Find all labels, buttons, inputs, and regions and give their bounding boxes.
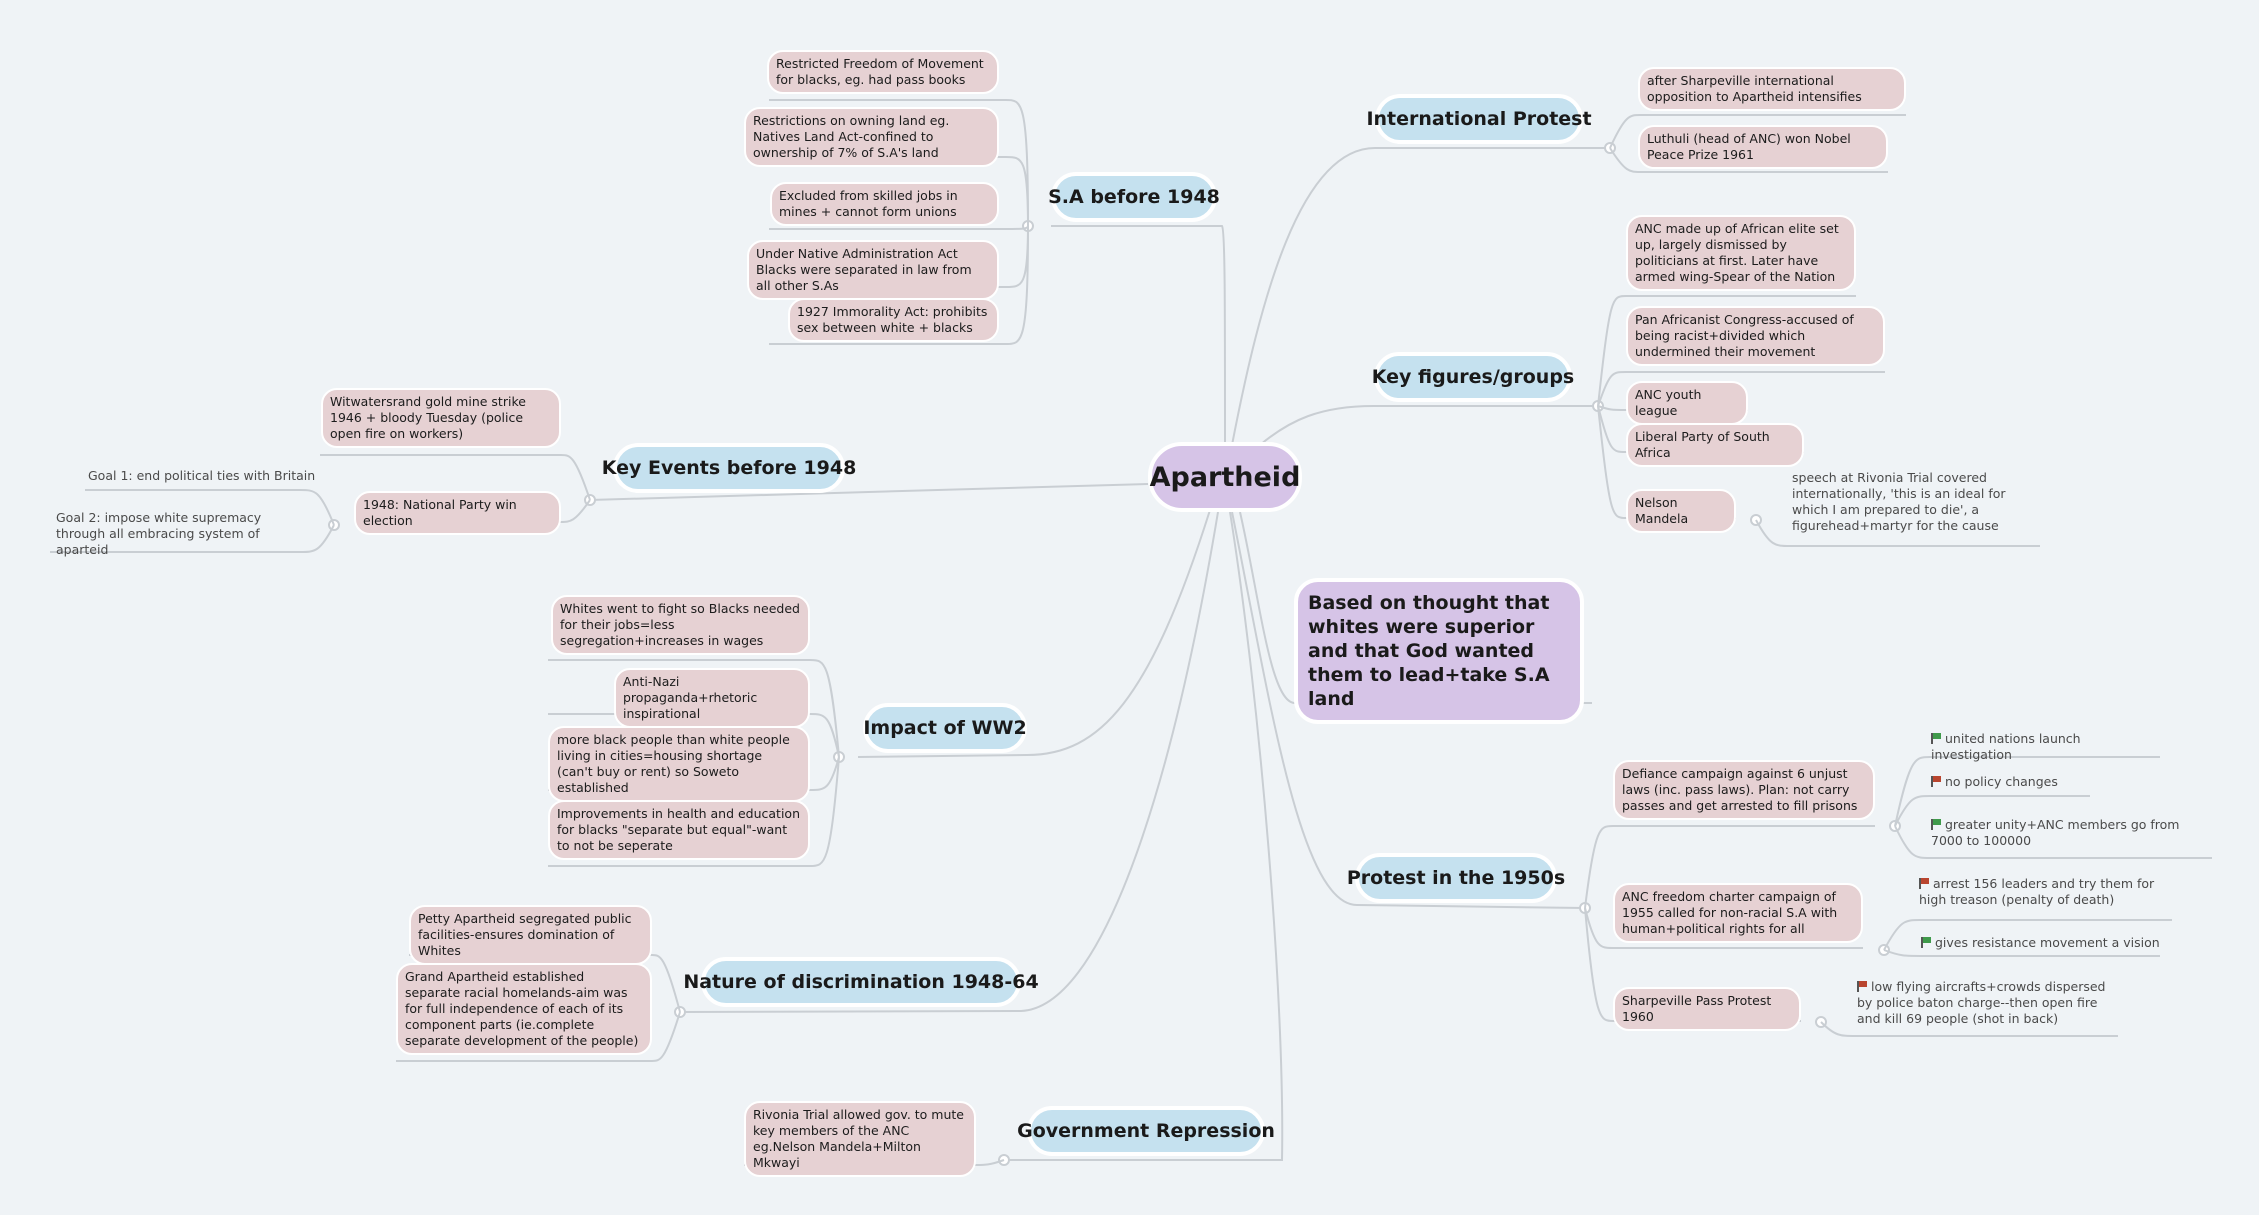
subtopic-liberal-party[interactable]: Liberal Party of South Africa bbox=[1626, 423, 1804, 467]
connector-sa-sub bbox=[769, 225, 1029, 345]
topic-international-protest[interactable]: International Protest bbox=[1366, 94, 1592, 144]
connector-protest-sub bbox=[1584, 825, 1875, 909]
connector-ww2-sub bbox=[548, 756, 840, 867]
subtopic-immorality-act[interactable]: 1927 Immorality Act: prohibits sex betwe… bbox=[788, 298, 999, 342]
subtopic-whites-fight[interactable]: Whites went to fight so Blacks needed fo… bbox=[551, 595, 810, 655]
connector-outcome bbox=[1883, 949, 2160, 957]
connector-outcome bbox=[1820, 1021, 2118, 1037]
connector-sa-sub bbox=[769, 99, 1029, 227]
outcome-arrest-leaders[interactable]: arrest 156 leaders and try them for high… bbox=[1919, 876, 2155, 907]
green-flag-icon bbox=[1931, 819, 1941, 830]
outcome-resistance-vision[interactable]: gives resistance movement a vision bbox=[1921, 935, 2161, 951]
subtopic-freedom-charter[interactable]: ANC freedom charter campaign of 1955 cal… bbox=[1613, 883, 1863, 943]
subtopic-pan-africanist[interactable]: Pan Africanist Congress-accused of being… bbox=[1626, 306, 1885, 366]
connector-figures-sub bbox=[1597, 405, 1804, 453]
connector-key-events bbox=[589, 483, 1149, 501]
connector-goal-1 bbox=[85, 489, 335, 526]
connector-figures-sub bbox=[1597, 405, 1748, 411]
connector-impact-ww2 bbox=[857, 509, 1211, 758]
outcome-no-policy-changes[interactable]: no policy changes bbox=[1931, 774, 2091, 790]
subtopic-land-restrictions[interactable]: Restrictions on owning land eg. Natives … bbox=[744, 107, 999, 167]
subtopic-sharpeville-protest[interactable]: Sharpeville Pass Protest 1960 bbox=[1613, 987, 1801, 1031]
subtopic-excluded-jobs[interactable]: Excluded from skilled jobs in mines + ca… bbox=[770, 182, 999, 226]
topic-key-figures-groups[interactable]: Key figures/groups bbox=[1372, 352, 1574, 402]
subtopic-anti-nazi[interactable]: Anti-Nazi propaganda+rhetoric inspiratio… bbox=[614, 668, 810, 728]
subtopic-anc-youth-league[interactable]: ANC youth league bbox=[1626, 381, 1748, 425]
connector-figures-sub bbox=[1597, 405, 1736, 519]
subtopic-rivonia-trial[interactable]: Rivonia Trial allowed gov. to mute key m… bbox=[744, 1101, 976, 1177]
green-flag-icon bbox=[1921, 937, 1931, 948]
mandela-speech-note[interactable]: speech at Rivonia Trial covered internat… bbox=[1792, 470, 2006, 533]
connector-ww2-sub bbox=[548, 659, 840, 758]
connector-intl-sub bbox=[1609, 147, 1888, 173]
topic-government-repression[interactable]: Government Repression bbox=[1017, 1106, 1275, 1156]
topic-nature-of-discrimination[interactable]: Nature of discrimination 1948-64 bbox=[683, 957, 1039, 1007]
connector-repression-sub bbox=[744, 1159, 1005, 1166]
outcome-sharpeville-shooting[interactable]: low flying aircrafts+crowds dispersed by… bbox=[1857, 979, 2106, 1026]
subtopic-nelson-mandela[interactable]: Nelson Mandela bbox=[1626, 489, 1736, 533]
connector-nature-sub bbox=[396, 1011, 681, 1062]
outcome-greater-unity[interactable]: greater unity+ANC members go from 7000 t… bbox=[1931, 817, 2180, 848]
connector-gov-repression bbox=[1004, 511, 1284, 1161]
connector-goal-2 bbox=[50, 524, 335, 553]
subtopic-restricted-movement[interactable]: Restricted Freedom of Movement for black… bbox=[767, 50, 999, 94]
red-flag-icon bbox=[1931, 776, 1941, 787]
connector-outcome bbox=[1894, 795, 2090, 827]
connector-figures-sub bbox=[1597, 295, 1856, 407]
red-flag-icon bbox=[1919, 878, 1929, 889]
connector-key-events-sub bbox=[356, 499, 591, 523]
topic-key-events-before-1948[interactable]: Key Events before 1948 bbox=[602, 443, 856, 493]
connector-ww2-sub bbox=[548, 756, 840, 791]
subtopic-witwatersrand-strike[interactable]: Witwatersrand gold mine strike 1946 + bl… bbox=[321, 388, 561, 448]
subtopic-national-party-win[interactable]: 1948: National Party win election bbox=[354, 491, 561, 535]
connector-based-on bbox=[1239, 511, 1592, 704]
connector-ww2-sub bbox=[548, 713, 840, 758]
subtopic-grand-apartheid[interactable]: Grand Apartheid established separate rac… bbox=[396, 963, 652, 1055]
subtopic-native-administration[interactable]: Under Native Administration Act Blacks w… bbox=[747, 240, 999, 300]
connector-international-protest bbox=[1231, 147, 1610, 446]
subtopic-defiance-campaign[interactable]: Defiance campaign against 6 unjust laws … bbox=[1613, 760, 1875, 820]
connector-outcome bbox=[1883, 919, 2172, 951]
connector-nature-discrimination bbox=[679, 511, 1219, 1013]
connector-protest-sub bbox=[1584, 907, 1863, 949]
connector-protest-1950s bbox=[1231, 511, 1586, 909]
subtopic-anc[interactable]: ANC made up of African elite set up, lar… bbox=[1626, 215, 1856, 291]
connector-outcome bbox=[1894, 756, 2160, 827]
connector-protest-sub bbox=[1584, 907, 1801, 1022]
connector-outcome bbox=[1894, 825, 2212, 859]
outcome-un-investigation[interactable]: united nations launch investigation bbox=[1931, 731, 2081, 762]
goal-2-note[interactable]: Goal 2: impose white supremacy through a… bbox=[56, 510, 262, 557]
green-flag-icon bbox=[1931, 733, 1941, 744]
subtopic-petty-apartheid[interactable]: Petty Apartheid segregated public facili… bbox=[409, 905, 652, 965]
connector-intl-sub bbox=[1609, 114, 1906, 149]
connector-key-events-sub bbox=[320, 454, 591, 501]
connector-key-figures bbox=[1259, 405, 1598, 446]
topic-based-on-thought[interactable]: Based on thought that whites were superi… bbox=[1294, 578, 1584, 724]
connector-sa-sub bbox=[769, 156, 1029, 227]
subtopic-housing-shortage[interactable]: more black people than white people livi… bbox=[548, 726, 810, 802]
connector-figures-sub bbox=[1597, 371, 1885, 407]
connector-sa-before-1948 bbox=[1051, 225, 1226, 446]
topic-protest-in-1950s[interactable]: Protest in the 1950s bbox=[1347, 853, 1565, 903]
connector-sa-sub bbox=[769, 225, 1029, 230]
subtopic-sharpeville-opposition[interactable]: after Sharpeville international oppositi… bbox=[1638, 67, 1906, 111]
subtopic-luthuli-nobel[interactable]: Luthuli (head of ANC) won Nobel Peace Pr… bbox=[1638, 125, 1888, 169]
subtopic-health-education[interactable]: Improvements in health and education for… bbox=[548, 800, 810, 860]
connector-nature-sub bbox=[409, 954, 681, 1013]
central-topic[interactable]: Apartheid bbox=[1148, 442, 1302, 512]
red-flag-icon bbox=[1857, 981, 1867, 992]
connector-mandela-note bbox=[1755, 519, 2040, 547]
topic-sa-before-1948[interactable]: S.A before 1948 bbox=[1048, 172, 1220, 222]
topic-impact-of-ww2[interactable]: Impact of WW2 bbox=[863, 703, 1027, 753]
goal-1-note[interactable]: Goal 1: end political ties with Britain bbox=[88, 468, 316, 483]
